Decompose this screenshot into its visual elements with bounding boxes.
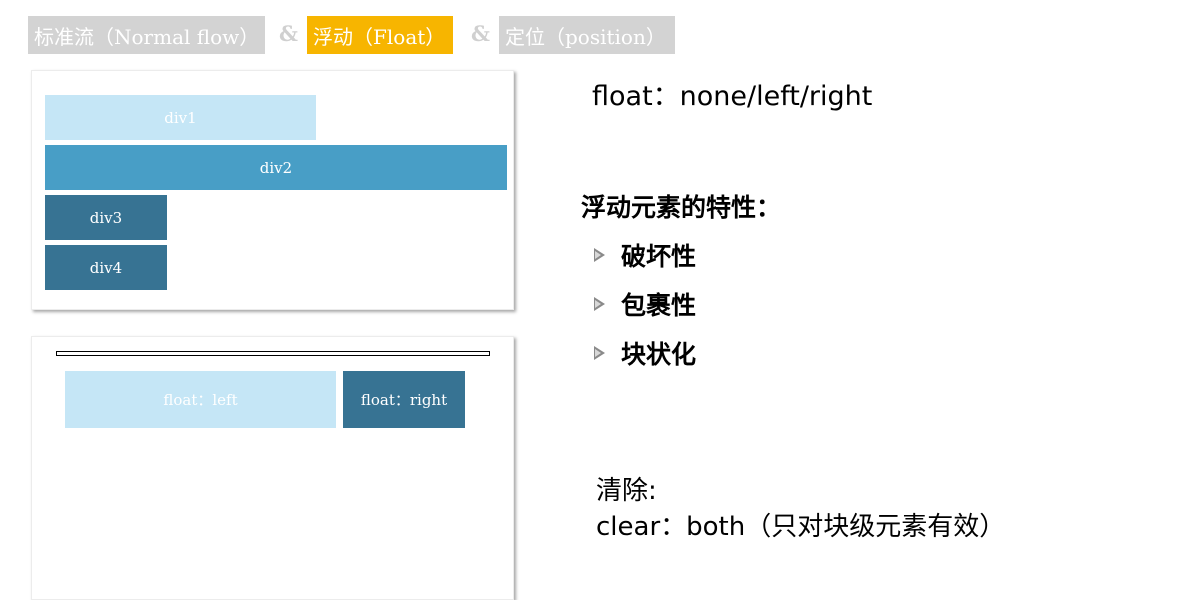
clear-syntax: clear：both（只对块级元素有效） — [596, 512, 1006, 542]
parent-container-collapsed — [56, 351, 490, 356]
div3-box: div3 — [45, 195, 167, 240]
bullet-icon — [594, 248, 605, 262]
features-heading: 浮动元素的特性： — [581, 193, 782, 222]
div1-box: div1 — [45, 95, 316, 140]
bullet-icon — [594, 346, 605, 360]
tab-position[interactable]: 定位（position） — [499, 16, 675, 54]
float-syntax: float：none/left/right — [592, 81, 873, 112]
feature-item: 破坏性 — [621, 242, 697, 271]
float-right-box: float：right — [343, 371, 465, 428]
tab-normal-flow[interactable]: 标准流（Normal flow） — [28, 16, 265, 54]
float-demo-panel: float：left float：right — [31, 336, 514, 600]
div4-box: div4 — [45, 245, 167, 290]
float-left-box: float：left — [65, 371, 336, 428]
div2-box: div2 — [45, 145, 507, 190]
flow-demo-panel: div1 div2 div3 div4 — [31, 70, 514, 310]
feature-item: 包裹性 — [621, 291, 697, 320]
clear-heading: 清除: — [596, 476, 657, 506]
nav-separator: & — [279, 21, 298, 46]
bullet-icon — [594, 297, 605, 311]
nav-separator: & — [471, 21, 490, 46]
tab-float[interactable]: 浮动（Float） — [307, 16, 453, 54]
feature-item: 块状化 — [621, 340, 697, 369]
